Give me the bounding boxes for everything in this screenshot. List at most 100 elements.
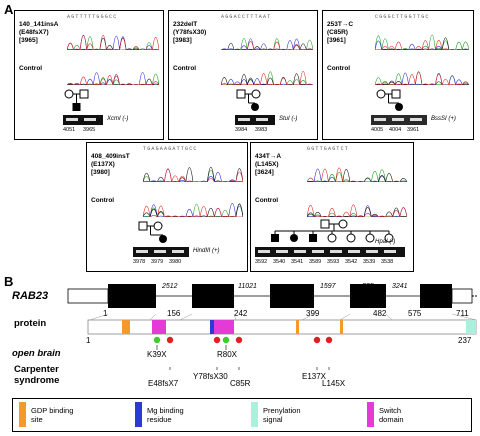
control-label: Control: [19, 65, 43, 72]
gel-lane: 3979: [151, 259, 164, 265]
sequence-panel-3: 253T→C (C85R) [3961] CGGGCTTGGTTGC Contr…: [322, 10, 474, 140]
gel-band: [366, 250, 378, 253]
mutant-chromatogram: [375, 34, 469, 50]
gel-band: [136, 250, 148, 253]
carpenter-variant: E48fsX7: [148, 379, 179, 388]
gel-band: [348, 250, 360, 253]
cds-position: 575: [408, 309, 422, 318]
mutation-label: 232delT (Y78fsX30) [3983]: [173, 21, 207, 44]
legend-label-switch: Switch domain: [379, 406, 404, 424]
mutation-label: 253T→C (C85R) [3961]: [327, 21, 354, 44]
gel-band: [84, 118, 96, 121]
cds-position: 399: [306, 309, 320, 318]
chromatogram-trace: [221, 41, 313, 50]
chromatogram-trace: [221, 42, 313, 50]
legend-label-prenylation: Prenylation signal: [263, 406, 301, 424]
chromatogram-trace: [143, 205, 243, 217]
intron-size: 2512: [162, 283, 178, 290]
protein-end: 237: [458, 336, 472, 345]
pedigree-5: [271, 219, 394, 243]
gel-band: [294, 250, 306, 253]
control-chromatogram: [375, 71, 469, 85]
gel-lane: 3983: [255, 127, 268, 133]
legend: GDP binding site Mg binding residue Pren…: [12, 398, 472, 432]
carpenter-label: Carpenter syndrome: [14, 364, 60, 386]
control-chromatogram: [143, 203, 243, 217]
control-label: Control: [255, 197, 279, 204]
gene-structure: [67, 284, 478, 308]
pedigree-2: [236, 89, 261, 111]
gel-band: [154, 250, 166, 253]
protein-label: protein: [14, 318, 47, 329]
chromatogram-trace: [375, 40, 469, 50]
gel-lane: 3540: [273, 259, 286, 265]
gel-band: [384, 250, 396, 253]
gene-label: RAB23: [12, 290, 49, 302]
chromatogram-trace: [307, 204, 407, 217]
gel-image: [371, 115, 427, 125]
gel-lane: 4051: [63, 127, 76, 133]
chromatogram-trace: [375, 37, 469, 50]
legend-swatch-prenylation: [251, 402, 258, 427]
mutant-chromatogram: [307, 167, 407, 182]
chromatogram-trace: [67, 34, 159, 50]
sequence-panel-5: 434T→A (L145X) [3624] GGTTGAGTCT Control…: [250, 142, 414, 272]
protein-start: 1: [86, 336, 91, 345]
gel-lane: 3980: [169, 259, 182, 265]
sequence-letters: CGGGCTTGGTTGC: [375, 14, 430, 20]
cds-position: 242: [234, 309, 248, 318]
gel-band: [172, 250, 184, 253]
legend-label-mg: Mg binding residue: [147, 406, 184, 424]
cds-position: 482: [373, 309, 387, 318]
cds-position: 156: [167, 309, 181, 318]
gel-band: [374, 118, 386, 121]
gel-band: [312, 250, 324, 253]
gel-band: [410, 118, 422, 121]
mutant-chromatogram: [221, 38, 313, 50]
gel-lane: 3589: [309, 259, 322, 265]
chromatogram-trace: [143, 168, 243, 182]
open-brain-variant: K39X: [147, 350, 167, 359]
control-chromatogram: [307, 204, 407, 217]
legend-swatch-switch: [367, 402, 374, 427]
sequence-letters: TGAGAAGATTGCC: [143, 146, 198, 152]
gel-band: [392, 118, 404, 121]
intron-size: 1597: [320, 283, 336, 290]
sequence-letters: AGGACCTTTAAT: [221, 14, 272, 20]
open-brain-variant: R80X: [217, 350, 238, 359]
gel-image: [235, 115, 275, 125]
intron-size: 835: [362, 283, 374, 290]
chromatogram-trace: [143, 203, 243, 217]
enzyme-label: HindIII (+): [193, 248, 220, 254]
mutant-chromatogram: [143, 166, 243, 182]
chromatogram-trace: [143, 166, 243, 182]
gel-band: [330, 250, 342, 253]
chromatogram-trace: [375, 71, 469, 85]
sequence-letters: GGTTGAGTCT: [307, 146, 350, 152]
chromatogram-trace: [67, 74, 159, 85]
gel-band: [238, 118, 250, 121]
gel-lane: 3984: [235, 127, 248, 133]
intron-size: 11021: [238, 283, 257, 290]
panel-a-letter: A: [4, 2, 14, 17]
intron-size: 3241: [392, 283, 408, 290]
mutation-label: 408_409insT (E137X) [3980]: [91, 153, 130, 176]
gel-image: [255, 247, 405, 257]
open-brain-label: open brain: [12, 348, 61, 359]
chromatogram-trace: [307, 167, 407, 182]
control-chromatogram: [221, 70, 313, 85]
chromatogram-trace: [221, 70, 313, 85]
pedigree-4: [138, 221, 167, 243]
sequence-panel-4: 408_409insT (E137X) [3980] TGAGAAGATTGCC…: [86, 142, 248, 272]
carpenter-variant: L145X: [322, 379, 346, 388]
gel-band: [256, 118, 268, 121]
gel-band: [66, 118, 78, 121]
enzyme-label: BssSI (+): [431, 116, 456, 122]
cds-position: 1: [103, 309, 108, 318]
enzyme-label: HpaI (-): [375, 239, 396, 245]
control-chromatogram: [67, 71, 159, 85]
legend-swatch-gdp: [19, 402, 26, 427]
gel-band: [258, 250, 270, 253]
mutation-label: 140_141insA (E48fsX7) [3965]: [19, 21, 59, 44]
sequence-letters: AGTTTTTGGGCC: [67, 14, 118, 20]
